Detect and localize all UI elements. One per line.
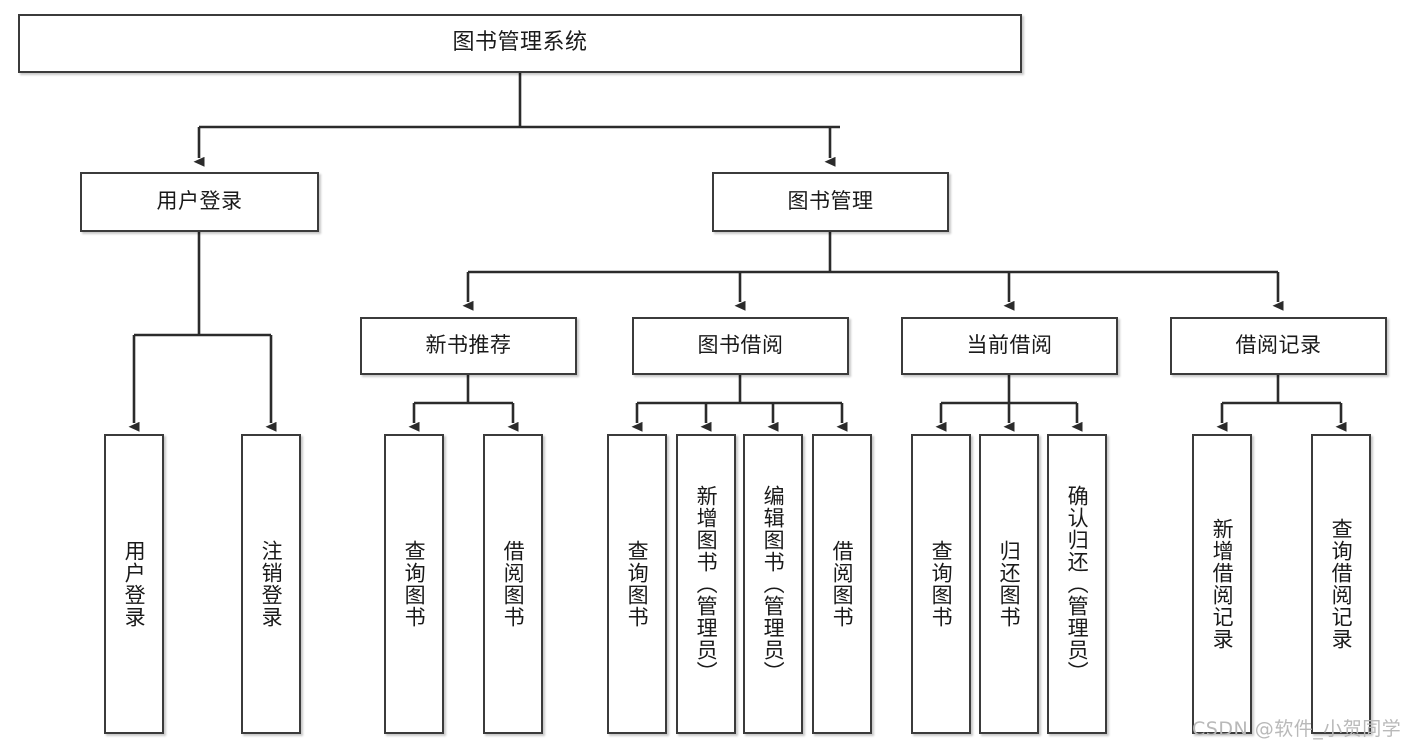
node-label: 用户登录 bbox=[156, 189, 243, 214]
leaf-borrow-query-book[interactable]: 查询图书 bbox=[607, 434, 667, 734]
node-label: 当前借阅 bbox=[966, 333, 1053, 358]
node-label: 确认归还（管理员） bbox=[1065, 485, 1090, 683]
node-label: 图书管理系统 bbox=[452, 30, 588, 56]
node-label: 查询借阅记录 bbox=[1329, 518, 1354, 650]
leaf-records-query-record[interactable]: 查询借阅记录 bbox=[1311, 434, 1371, 734]
watermark: CSDN @软件_小贺同学 bbox=[1192, 718, 1402, 740]
node-label: 借阅图书 bbox=[501, 540, 526, 628]
node-book-management[interactable]: 图书管理 bbox=[712, 172, 949, 232]
node-label: 图书管理 bbox=[787, 189, 874, 214]
leaf-borrow-edit-book-admin[interactable]: 编辑图书（管理员） bbox=[743, 434, 803, 734]
node-label: 归还图书 bbox=[997, 540, 1022, 628]
node-label: 借阅记录 bbox=[1235, 333, 1322, 358]
node-label: 新增图书（管理员） bbox=[694, 485, 719, 683]
leaf-user-login[interactable]: 用户登录 bbox=[104, 434, 164, 734]
leaf-borrow-add-book-admin[interactable]: 新增图书（管理员） bbox=[676, 434, 736, 734]
node-root-book-management-system[interactable]: 图书管理系统 bbox=[18, 14, 1022, 73]
node-label: 新增借阅记录 bbox=[1210, 518, 1235, 650]
leaf-current-confirm-return-admin[interactable]: 确认归还（管理员） bbox=[1047, 434, 1107, 734]
node-label: 图书借阅 bbox=[697, 333, 784, 358]
node-label: 借阅图书 bbox=[830, 540, 855, 628]
leaf-current-return-book[interactable]: 归还图书 bbox=[979, 434, 1039, 734]
leaf-borrow-borrow-book[interactable]: 借阅图书 bbox=[812, 434, 872, 734]
node-label: 编辑图书（管理员） bbox=[761, 485, 786, 683]
node-current-borrow[interactable]: 当前借阅 bbox=[901, 317, 1118, 375]
node-borrow-records[interactable]: 借阅记录 bbox=[1170, 317, 1387, 375]
node-label: 查询图书 bbox=[929, 540, 954, 628]
node-user-login[interactable]: 用户登录 bbox=[80, 172, 319, 232]
node-book-borrow[interactable]: 图书借阅 bbox=[632, 317, 849, 375]
node-new-book-recommend[interactable]: 新书推荐 bbox=[360, 317, 577, 375]
leaf-current-query-book[interactable]: 查询图书 bbox=[911, 434, 971, 734]
leaf-newbook-query-book[interactable]: 查询图书 bbox=[384, 434, 444, 734]
node-label: 用户登录 bbox=[122, 540, 147, 628]
leaf-records-add-record[interactable]: 新增借阅记录 bbox=[1192, 434, 1252, 734]
leaf-logout[interactable]: 注销登录 bbox=[241, 434, 301, 734]
node-label: 查询图书 bbox=[625, 540, 650, 628]
node-label: 注销登录 bbox=[259, 540, 284, 628]
node-label: 查询图书 bbox=[402, 540, 427, 628]
leaf-newbook-borrow-book[interactable]: 借阅图书 bbox=[483, 434, 543, 734]
node-label: 新书推荐 bbox=[425, 333, 512, 358]
